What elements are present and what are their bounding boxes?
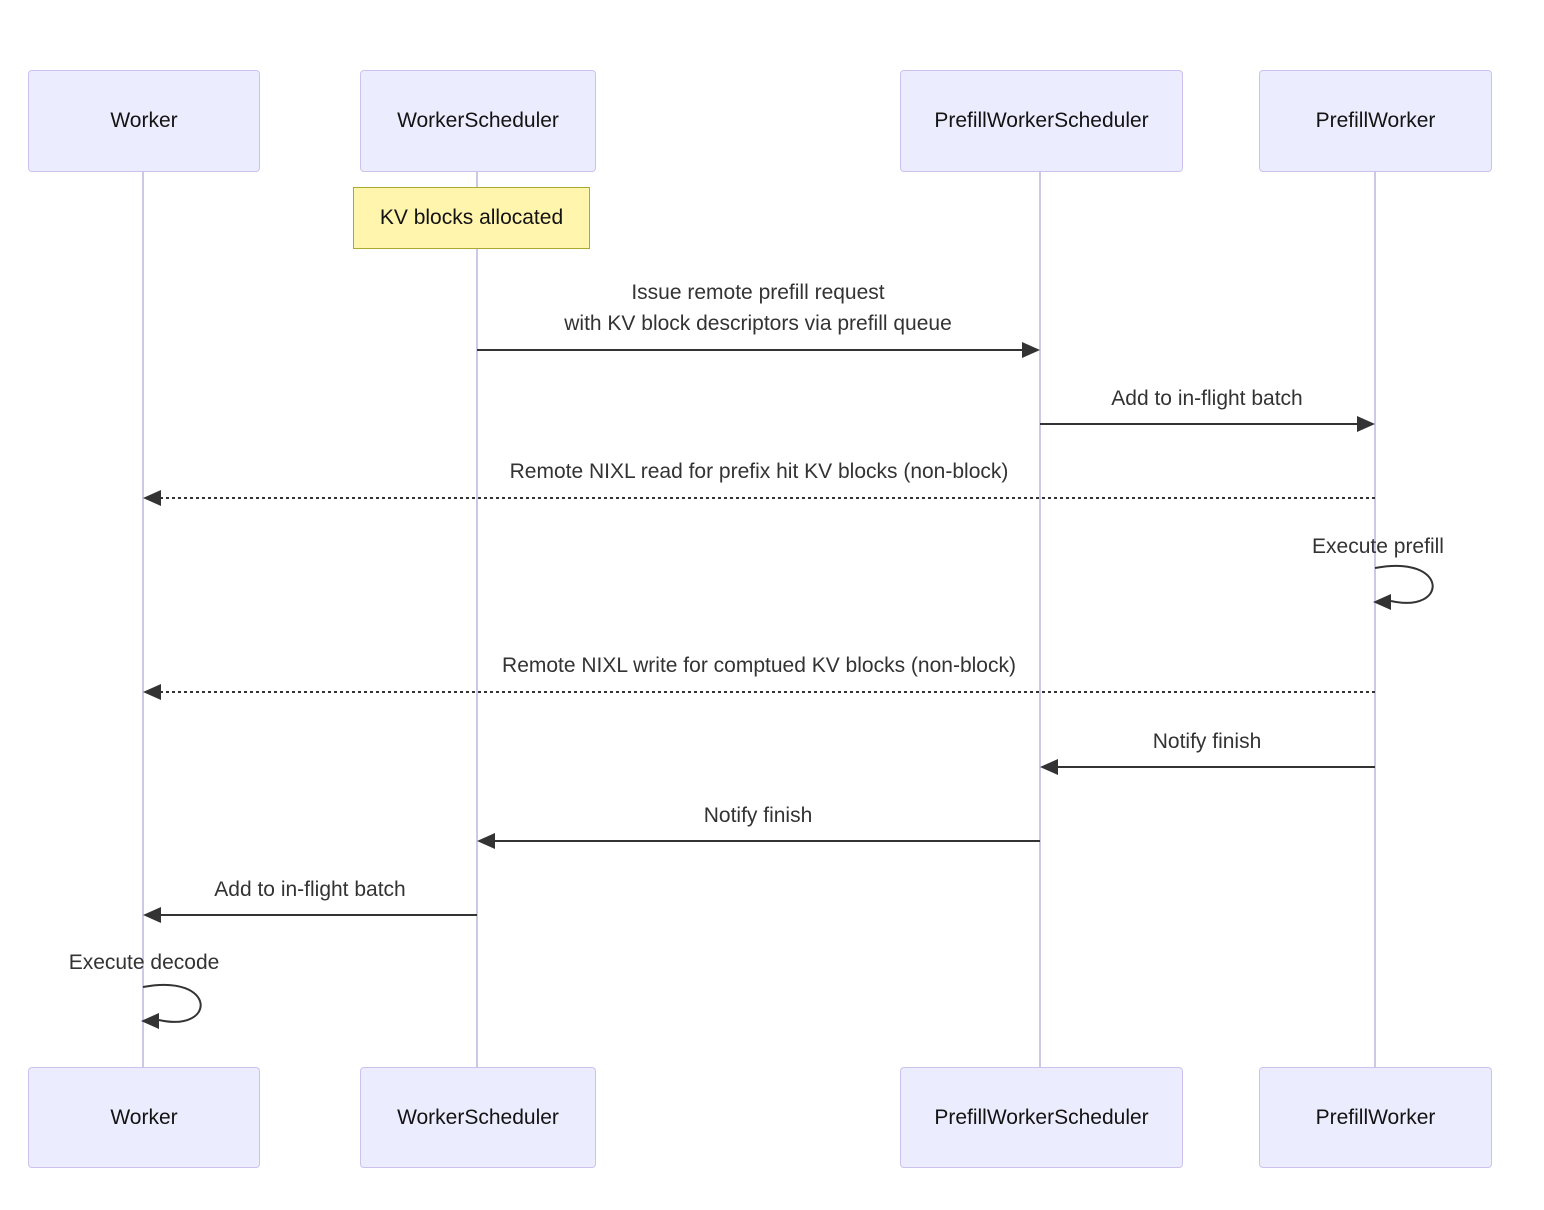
message-arrowhead-6 xyxy=(1040,759,1058,775)
self-loop-arrowhead-decode xyxy=(141,1013,159,1029)
lifeline-prefill-worker xyxy=(1374,170,1376,1067)
message-arrowhead-3 xyxy=(143,490,161,506)
lifeline-worker xyxy=(142,170,144,1067)
actor-label: WorkerScheduler xyxy=(397,109,559,132)
actor-label: Worker xyxy=(110,1105,178,1129)
message-arrowhead-1 xyxy=(1022,342,1040,358)
actor-bottom-worker: Worker xyxy=(28,1067,260,1168)
message-label-7: Notify finish xyxy=(703,804,813,827)
note-kv-blocks-allocated: KV blocks allocated xyxy=(353,187,590,249)
lifeline-worker-scheduler xyxy=(476,170,478,1067)
self-loop-arrowhead-prefill xyxy=(1373,594,1391,610)
lifeline-prefill-worker-scheduler xyxy=(1039,170,1041,1067)
actor-top-prefill-worker: PrefillWorker xyxy=(1259,70,1492,172)
message-label-2: Add to in-flight batch xyxy=(1111,387,1303,410)
actor-label: PrefillWorker xyxy=(1315,109,1436,132)
message-text-line: Issue remote prefill request xyxy=(631,281,885,304)
actor-bottom-prefill-worker: PrefillWorker xyxy=(1259,1067,1492,1168)
actor-bottom-worker-scheduler: WorkerScheduler xyxy=(360,1067,596,1168)
message-arrowhead-5 xyxy=(143,684,161,700)
actor-label: WorkerScheduler xyxy=(397,1105,559,1129)
actor-label: PrefillWorker xyxy=(1315,1105,1436,1129)
message-label-3: Remote NIXL read for prefix hit KV block… xyxy=(509,460,1009,483)
actor-top-worker-scheduler: WorkerScheduler xyxy=(360,70,596,172)
self-loop-execute-decode xyxy=(142,984,202,1023)
actor-label: PrefillWorkerScheduler xyxy=(934,109,1149,132)
actor-label: PrefillWorkerScheduler xyxy=(934,1105,1149,1129)
note-label: KV blocks allocated xyxy=(379,206,564,229)
actor-bottom-prefill-worker-scheduler: PrefillWorkerScheduler xyxy=(900,1067,1183,1168)
message-label-1: Issue remote prefill request with KV blo… xyxy=(438,277,1078,339)
message-arrowhead-7 xyxy=(477,833,495,849)
actor-top-prefill-worker-scheduler: PrefillWorkerScheduler xyxy=(900,70,1183,172)
actor-top-worker: Worker xyxy=(28,70,260,172)
message-arrowhead-2 xyxy=(1357,416,1375,432)
message-arrowhead-8 xyxy=(143,907,161,923)
message-label-9: Execute decode xyxy=(68,951,220,974)
message-label-4: Execute prefill xyxy=(1312,535,1444,558)
message-label-8: Add to in-flight batch xyxy=(214,878,406,901)
self-loop-execute-prefill xyxy=(1374,565,1434,604)
message-label-5: Remote NIXL write for comptued KV blocks… xyxy=(502,654,1016,677)
message-label-6: Notify finish xyxy=(1152,730,1262,753)
message-text-line: with KV block descriptors via prefill qu… xyxy=(564,312,952,335)
actor-label: Worker xyxy=(110,109,178,132)
